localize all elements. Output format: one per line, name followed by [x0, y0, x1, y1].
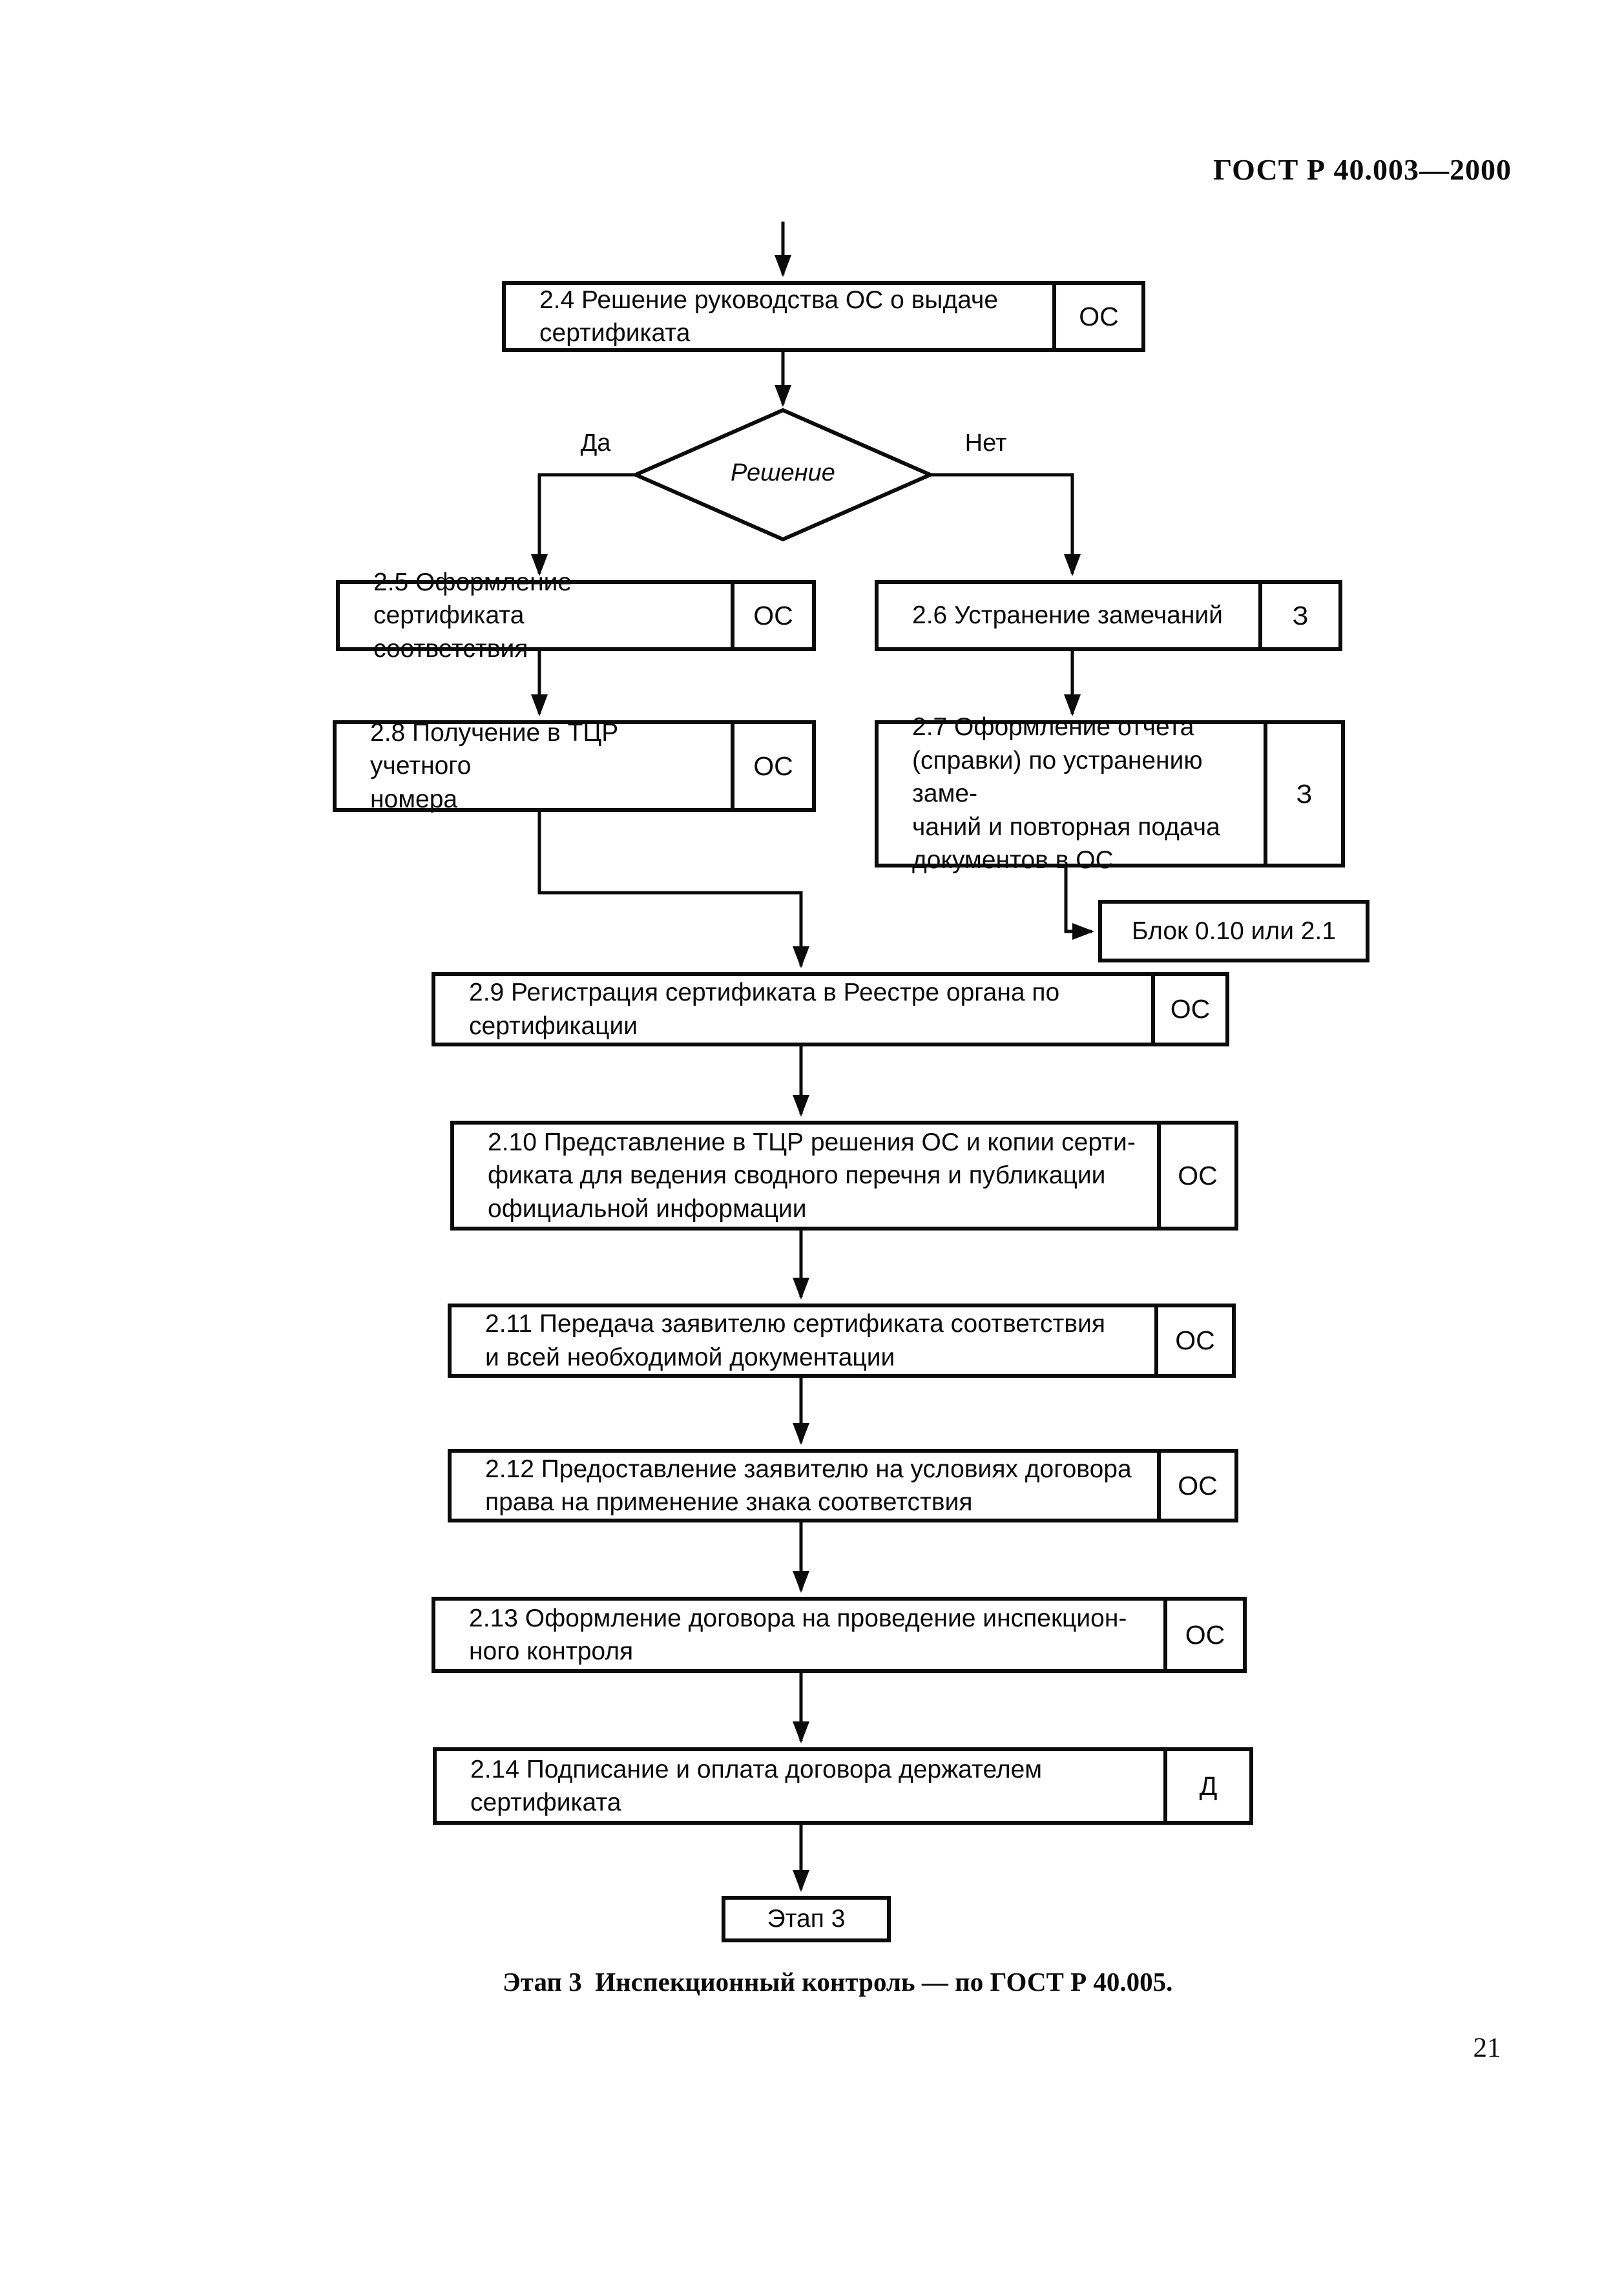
node-2-10: 2.10 Представление в ТЦР решения ОС и ко… [450, 1121, 1238, 1231]
node-2-5: 2.5 Оформление сертификата соответствия О… [336, 568, 816, 663]
node-2-11: 2.11 Передача заявителю сертификата соот… [448, 1304, 1236, 1378]
node-2-12-executor: ОС [1157, 1453, 1234, 1519]
node-2-14: 2.14 Подписание и оплата договора держат… [433, 1747, 1253, 1825]
page-number: 21 [1473, 2033, 1501, 2063]
decision-diamond [630, 408, 935, 542]
node-2-8: 2.8 Получение в ТЦР учетного номера ОС [333, 718, 816, 813]
node-ref-block-label: Блок 0.10 или 2.1 [1131, 917, 1337, 945]
node-stage-3-label: Этап 3 [767, 1905, 846, 1933]
node-2-13: 2.13 Оформление договора на проведение и… [432, 1597, 1247, 1673]
node-2-9: 2.9 Регистрация сертификата в Реестре ор… [432, 972, 1229, 1046]
node-2-4-label: 2.4 Решение руководства ОС о выдаче серт… [539, 286, 999, 347]
node-2-6: 2.6 Устранение замечаний З [875, 580, 1342, 651]
node-2-10-executor: ОС [1157, 1125, 1234, 1227]
node-2-7-label: 2.7 Оформление отчета (справки) по устра… [912, 713, 1220, 875]
flow-edge-decision-yes-2-5 [531, 473, 636, 576]
node-2-13-label: 2.13 Оформление договора на проведение и… [469, 1604, 1127, 1665]
node-2-5-label: 2.5 Оформление сертификата соответствия [373, 568, 572, 663]
decision-label: Решение [731, 459, 835, 486]
node-2-8-label: 2.8 Получение в ТЦР учетного номера [370, 718, 619, 813]
node-2-12: 2.12 Предоставление заявителю на условия… [448, 1449, 1238, 1522]
branch-label-no: Нет [964, 430, 1007, 457]
node-2-6-label: 2.6 Устранение замечаний [912, 601, 1223, 630]
node-2-7-executor: З [1264, 724, 1341, 864]
flow-edge-2-8-to-2-9 [537, 812, 809, 968]
flow-edge-decision-no-2-6 [930, 473, 1081, 576]
branch-label-yes: Да [580, 430, 611, 457]
node-2-11-label: 2.11 Передача заявителю сертификата соот… [485, 1310, 1106, 1371]
figure-caption: Этап 3 Инспекционный контроль — по ГОСТ … [503, 1967, 1173, 1997]
node-2-13-executor: ОС [1163, 1601, 1243, 1669]
node-2-4-executor: ОС [1052, 285, 1141, 348]
node-2-9-executor: ОС [1151, 976, 1225, 1043]
node-2-14-label: 2.14 Подписание и оплата договора держат… [470, 1755, 1043, 1816]
node-2-10-label: 2.10 Представление в ТЦР решения ОС и ко… [488, 1128, 1136, 1223]
node-2-7: 2.7 Оформление отчета (справки) по устра… [875, 713, 1345, 875]
node-2-5-executor: ОС [731, 584, 812, 647]
node-ref-block: Блок 0.10 или 2.1 [1098, 900, 1369, 962]
node-2-8-executor: ОС [731, 724, 812, 808]
node-2-12-label: 2.12 Предоставление заявителю на условия… [485, 1455, 1132, 1516]
node-2-11-executor: ОС [1154, 1307, 1232, 1374]
standard-number-header: ГОСТ Р 40.003—2000 [1213, 153, 1512, 186]
node-2-9-label: 2.9 Регистрация сертификата в Реестре ор… [469, 979, 1060, 1040]
node-stage-3: Этап 3 [722, 1896, 891, 1942]
flow-edge-2-7-to-ref-block [1064, 867, 1094, 940]
node-2-4: 2.4 Решение руководства ОС о выдаче серт… [502, 281, 1145, 352]
node-2-6-executor: З [1258, 584, 1338, 647]
node-2-14-executor: Д [1163, 1751, 1249, 1821]
